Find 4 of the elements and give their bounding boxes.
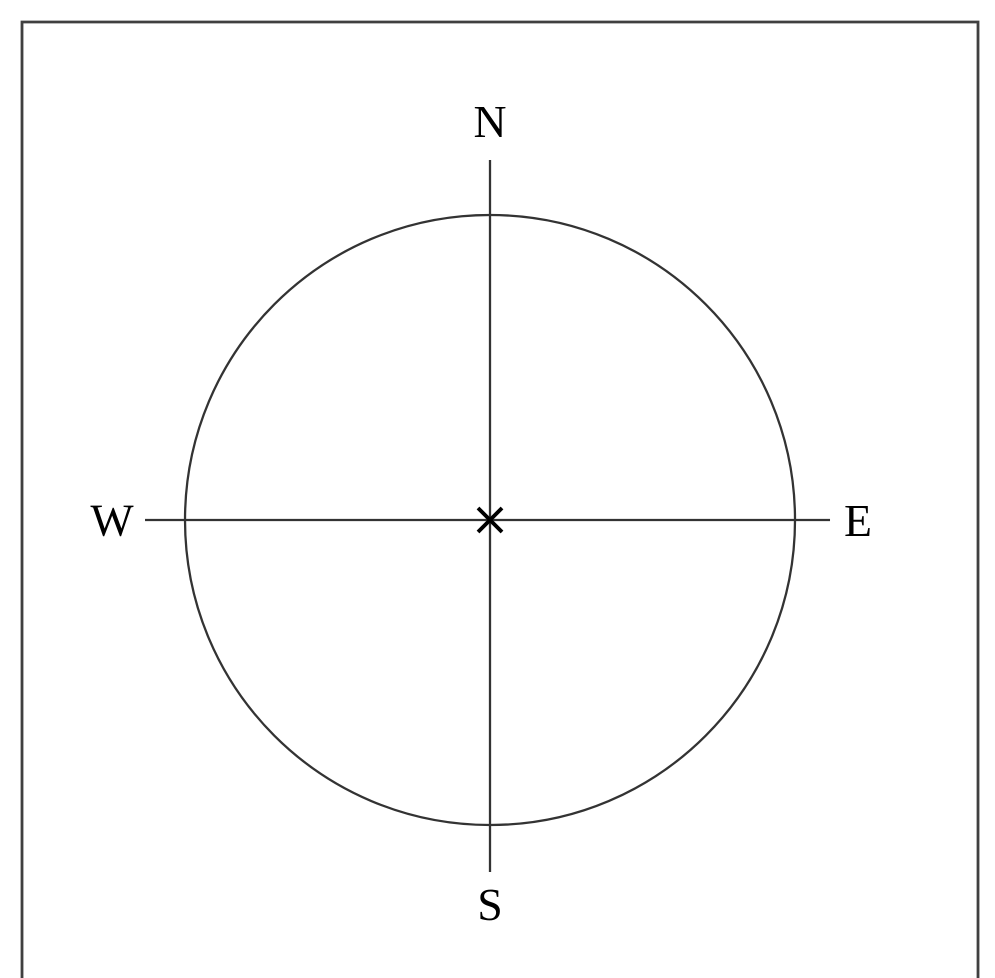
direction-label: N bbox=[474, 107, 506, 137]
direction-label: W bbox=[90, 506, 134, 536]
direction-label: E bbox=[845, 506, 870, 536]
direction-label: S bbox=[480, 890, 500, 920]
